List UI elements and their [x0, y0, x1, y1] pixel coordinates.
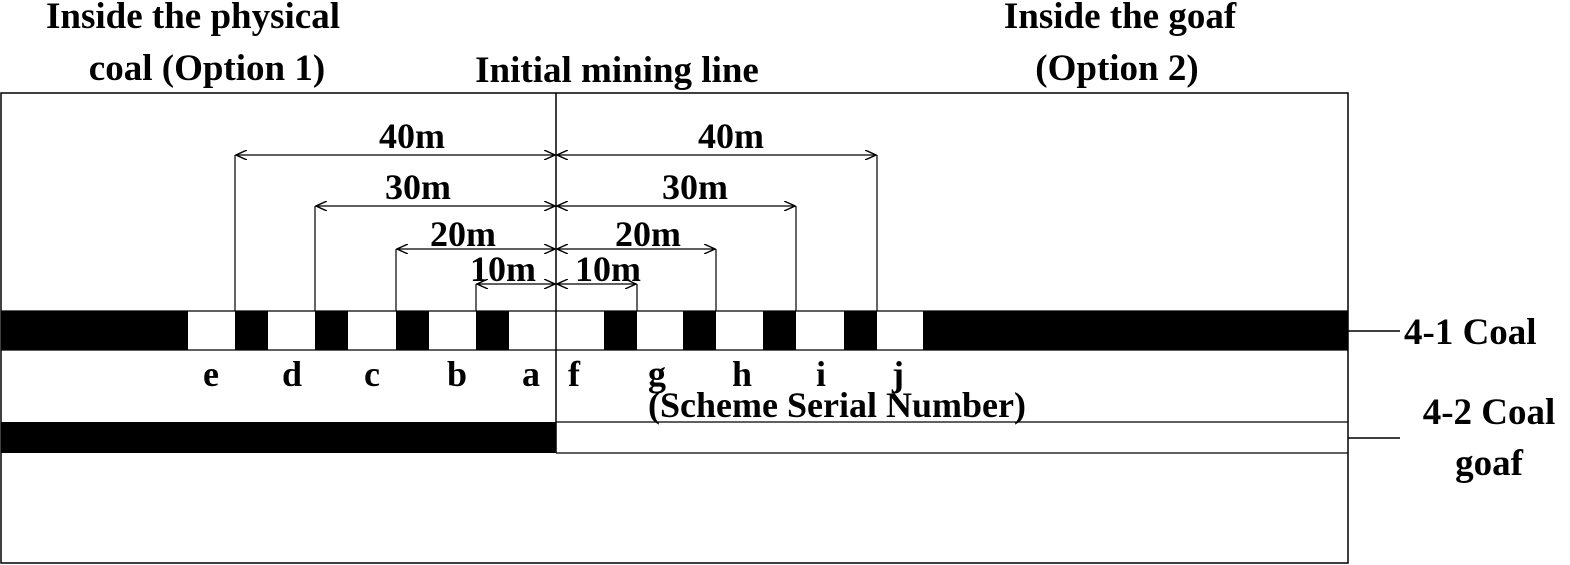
dim-label-left-40m: 40m	[379, 116, 445, 156]
coal-block	[683, 311, 716, 350]
scheme-label-a: a	[522, 354, 540, 394]
coal-block	[923, 311, 1348, 350]
seam-label-goaf: goaf	[1455, 443, 1524, 484]
dim-label-right-20m: 20m	[615, 214, 681, 254]
scheme-label-b: b	[447, 354, 467, 394]
coal-block	[844, 311, 877, 350]
coal-seam-4-2	[1, 421, 1348, 454]
coal-block	[604, 311, 637, 350]
coal-block	[315, 311, 348, 350]
scheme-label-d: d	[282, 354, 302, 394]
heading-center: Initial mining line	[475, 50, 759, 91]
coal-seam-4-1	[1, 310, 1348, 351]
coal-block	[763, 311, 796, 350]
seam-label-4-1-coal: 4-1 Coal	[1404, 312, 1537, 353]
scheme-caption: (Scheme Serial Number)	[648, 385, 1026, 425]
dimension-arrows-right	[557, 155, 876, 284]
coal-block	[476, 311, 509, 350]
coal-block	[396, 311, 429, 350]
coal-block	[1, 311, 188, 350]
dim-label-left-30m: 30m	[385, 167, 451, 207]
dim-label-left-10m: 10m	[470, 249, 536, 289]
heading-right-line2: (Option 2)	[1035, 48, 1198, 89]
dimension-extension-lines	[234, 155, 878, 311]
scheme-label-e: e	[203, 354, 219, 394]
dimension-arrows-left	[236, 155, 555, 284]
heading-right-line1: Inside the goaf	[1004, 0, 1237, 37]
heading-left-line1: Inside the physical	[46, 0, 340, 37]
scheme-label-h: h	[732, 354, 752, 394]
scheme-label-g: g	[648, 354, 666, 394]
dim-label-right-10m: 10m	[575, 249, 641, 289]
coal-block	[235, 311, 268, 350]
dim-label-right-30m: 30m	[662, 167, 728, 207]
heading-left-line2: coal (Option 1)	[89, 48, 325, 89]
scheme-label-i: i	[816, 354, 826, 394]
seam-label-4-2-coal: 4-2 Coal	[1423, 392, 1556, 433]
coal-4-2-solid	[1, 422, 556, 453]
scheme-label-c: c	[364, 354, 380, 394]
dim-label-right-40m: 40m	[698, 116, 764, 156]
scheme-label-j: j	[891, 354, 904, 394]
scheme-label-f: f	[568, 354, 581, 394]
dim-label-left-20m: 20m	[430, 214, 496, 254]
